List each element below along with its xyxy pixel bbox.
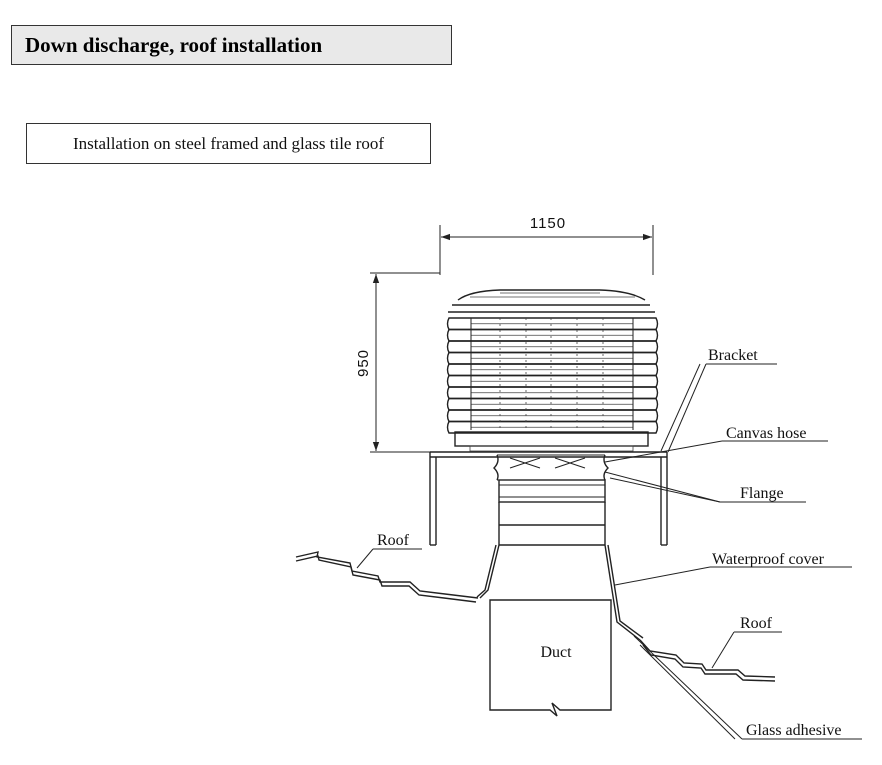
callout-bracket: Bracket bbox=[660, 347, 777, 453]
flange-label: Flange bbox=[740, 485, 784, 502]
callout-roof-left: Roof bbox=[356, 532, 422, 569]
height-dimension: 950 bbox=[355, 272, 450, 453]
waterproof-cover-label: Waterproof cover bbox=[712, 551, 825, 568]
section-subtitle: Installation on steel framed and glass t… bbox=[26, 123, 431, 164]
roof-duct bbox=[498, 502, 606, 546]
air-cooler-unit bbox=[446, 289, 659, 452]
height-dimension-label: 950 bbox=[355, 349, 372, 377]
callout-flange: Flange bbox=[604, 471, 806, 503]
flange bbox=[498, 479, 606, 503]
canvas-hose bbox=[493, 454, 609, 481]
glass-adhesive-label: Glass adhesive bbox=[746, 722, 842, 739]
callout-glass-adhesive: Glass adhesive bbox=[633, 635, 862, 740]
bracket bbox=[429, 451, 668, 546]
width-dimension-label: 1150 bbox=[530, 215, 566, 232]
duct: Duct bbox=[489, 599, 612, 717]
duct-label: Duct bbox=[540, 644, 572, 661]
width-dimension: 1150 bbox=[439, 215, 654, 275]
canvas-hose-label: Canvas hose bbox=[726, 425, 806, 442]
roof-right-label: Roof bbox=[740, 615, 773, 632]
page-title: Down discharge, roof installation bbox=[11, 25, 452, 65]
waterproof-cover bbox=[476, 544, 644, 641]
roof-left bbox=[295, 551, 479, 603]
callout-canvas-hose: Canvas hose bbox=[604, 425, 828, 463]
cooler-louver-rib bbox=[446, 420, 659, 434]
callout-roof-right: Roof bbox=[711, 615, 782, 669]
roof-left-label: Roof bbox=[377, 532, 410, 549]
callout-waterproof-cover: Waterproof cover bbox=[614, 551, 852, 586]
bracket-label: Bracket bbox=[708, 347, 758, 364]
roof-right bbox=[639, 639, 776, 682]
